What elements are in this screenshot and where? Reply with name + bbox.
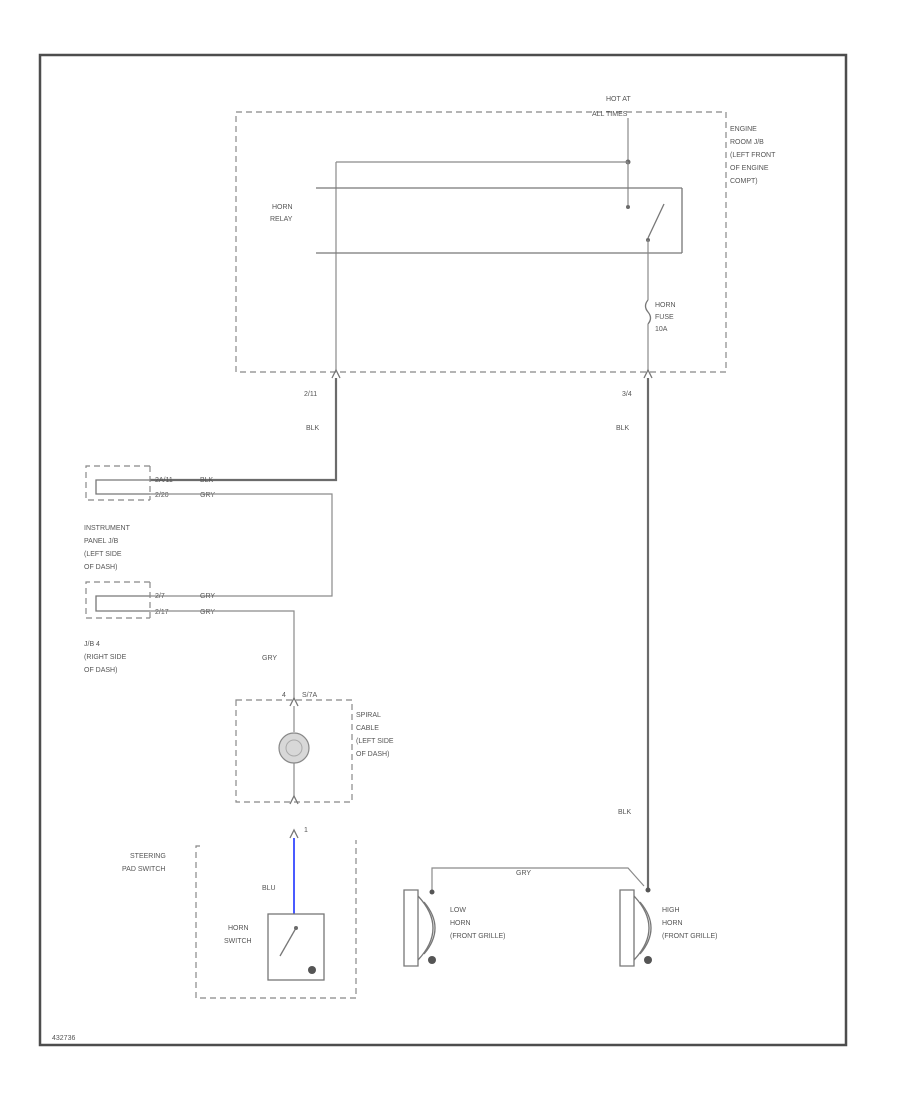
svg-text:FUSE: FUSE: [655, 314, 674, 321]
svg-text:SWITCH: SWITCH: [224, 938, 252, 945]
wire-color-blk-left: BLK: [306, 425, 320, 432]
spiral-cable-label: SPIRAL CABLE (LEFT SIDE OF DASH): [356, 712, 394, 758]
engine-room-jb-box: [235, 111, 727, 373]
diagram-frame: [38, 53, 848, 1047]
instrument-panel-jb-label: INSTRUMENT PANEL J/B (LEFT SIDE OF DASH): [84, 525, 131, 571]
ip-pin-top: 2A/11: [155, 477, 173, 484]
horn-switch-body: [267, 913, 325, 981]
jb4-label: J/B 4 (RIGHT SIDE OF DASH): [84, 641, 127, 674]
horn-switch-blade: [279, 927, 297, 957]
svg-text:HORN: HORN: [662, 920, 683, 927]
svg-text:ENGINE: ENGINE: [730, 126, 757, 133]
spiral-top-connector-id: S/7A: [302, 692, 318, 699]
horn-fuse-symbol: [644, 299, 652, 325]
jb4-pin-bottom: 2/17: [155, 609, 169, 616]
svg-text:COMPT): COMPT): [730, 178, 758, 185]
jb4-box: [85, 581, 150, 619]
jb4-wire-top-color: GRY: [200, 593, 215, 600]
wire-color-gry-horn: GRY: [516, 870, 531, 877]
horn-switch-ground: [308, 966, 316, 974]
svg-text:LOW: LOW: [450, 907, 466, 914]
svg-text:SPIRAL: SPIRAL: [356, 712, 381, 719]
svg-text:(LEFT SIDE: (LEFT SIDE: [356, 738, 394, 745]
connector-right-top-pin: 3/4: [622, 391, 632, 398]
svg-text:OF DASH): OF DASH): [356, 751, 389, 758]
svg-text:(FRONT GRILLE): (FRONT GRILLE): [450, 933, 506, 940]
spiral-bottom-connector: [289, 794, 299, 805]
steering-pin: 1: [304, 827, 308, 834]
ip-wire-top-color: BLK: [200, 477, 214, 484]
svg-text:STEERING: STEERING: [130, 853, 166, 860]
relay-contact-dot: [626, 205, 630, 209]
svg-text:PANEL J/B: PANEL J/B: [84, 538, 119, 545]
wire-gry-to-spiral: [150, 610, 295, 700]
svg-text:HORN: HORN: [450, 920, 471, 927]
hot-at-all-times-label: HOT AT ALL TIMES: [592, 96, 631, 118]
svg-text:HIGH: HIGH: [662, 907, 680, 914]
svg-text:(LEFT FRONT: (LEFT FRONT: [730, 152, 776, 159]
steering-pad-switch-label: STEERING PAD SWITCH: [122, 853, 166, 873]
low-horn-label: LOW HORN (FRONT GRILLE): [450, 907, 506, 940]
high-horn-label: HIGH HORN (FRONT GRILLE): [662, 907, 718, 940]
spiral-cable-coil: [278, 732, 310, 764]
horn-relay-switch-blade: [647, 203, 665, 239]
ip-wire-bottom-color: GRY: [200, 492, 215, 499]
spiral-cable-box: [235, 699, 353, 803]
connector-left-top-pin: 2/11: [304, 391, 317, 398]
svg-text:HOT AT: HOT AT: [606, 96, 631, 103]
svg-text:OF DASH): OF DASH): [84, 667, 117, 674]
wire-color-blk-lower: BLK: [618, 809, 632, 816]
horn-switch-contact: [294, 926, 298, 930]
ip-jb-loop: [95, 479, 150, 495]
jb4-wire-bottom-color: GRY: [200, 609, 215, 616]
svg-text:OF ENGINE: OF ENGINE: [730, 165, 769, 172]
connector-right-top: [643, 368, 653, 379]
svg-text:ALL TIMES: ALL TIMES: [592, 111, 628, 118]
diagram-code: 432736: [52, 1035, 75, 1042]
svg-text:PAD SWITCH: PAD SWITCH: [122, 866, 165, 873]
svg-text:INSTRUMENT: INSTRUMENT: [84, 525, 131, 532]
svg-text:ROOM J/B: ROOM J/B: [730, 139, 764, 146]
ip-pin-bottom: 2/20: [155, 492, 169, 499]
engine-room-jb-label: ENGINE ROOM J/B (LEFT FRONT OF ENGINE CO…: [730, 126, 776, 185]
steering-pad-switch-box: [195, 840, 357, 999]
wire-blk-to-ip-jb: [150, 378, 338, 482]
svg-text:HORN: HORN: [272, 204, 293, 211]
svg-text:(LEFT SIDE: (LEFT SIDE: [84, 551, 122, 558]
spiral-top-pin: 4: [282, 692, 286, 699]
horn-fuse-label: HORN FUSE 10A: [655, 302, 676, 333]
wire-color-gry-mid: GRY: [262, 655, 277, 662]
svg-text:HORN: HORN: [228, 925, 249, 932]
jb4-pin-top: 2/7: [155, 593, 165, 600]
svg-text:(RIGHT SIDE: (RIGHT SIDE: [84, 654, 127, 661]
svg-text:10A: 10A: [655, 326, 668, 333]
horn-relay-label: HORN RELAY: [270, 204, 293, 223]
wire-color-blu: BLU: [262, 885, 276, 892]
svg-text:RELAY: RELAY: [270, 216, 293, 223]
svg-text:HORN: HORN: [655, 302, 676, 309]
svg-text:OF DASH): OF DASH): [84, 564, 117, 571]
spiral-top-connector: [289, 696, 299, 707]
wire-color-blk-right: BLK: [616, 425, 630, 432]
jb4-loop: [95, 595, 150, 612]
horn-switch-label: HORN SWITCH: [224, 925, 252, 945]
high-horn-symbol: [619, 887, 652, 967]
connector-left-top: [331, 368, 341, 379]
wire-gry-ip-to-jb4: [150, 493, 333, 597]
svg-text:(FRONT GRILLE): (FRONT GRILLE): [662, 933, 718, 940]
svg-text:J/B 4: J/B 4: [84, 641, 100, 648]
spiral-cable-coil-inner: [285, 739, 303, 757]
ip-jb-box: [85, 465, 150, 501]
low-horn-symbol: [403, 889, 436, 967]
svg-text:CABLE: CABLE: [356, 725, 379, 732]
wire-gry-low-horn: [431, 867, 645, 892]
steering-top-connector: [289, 828, 299, 839]
